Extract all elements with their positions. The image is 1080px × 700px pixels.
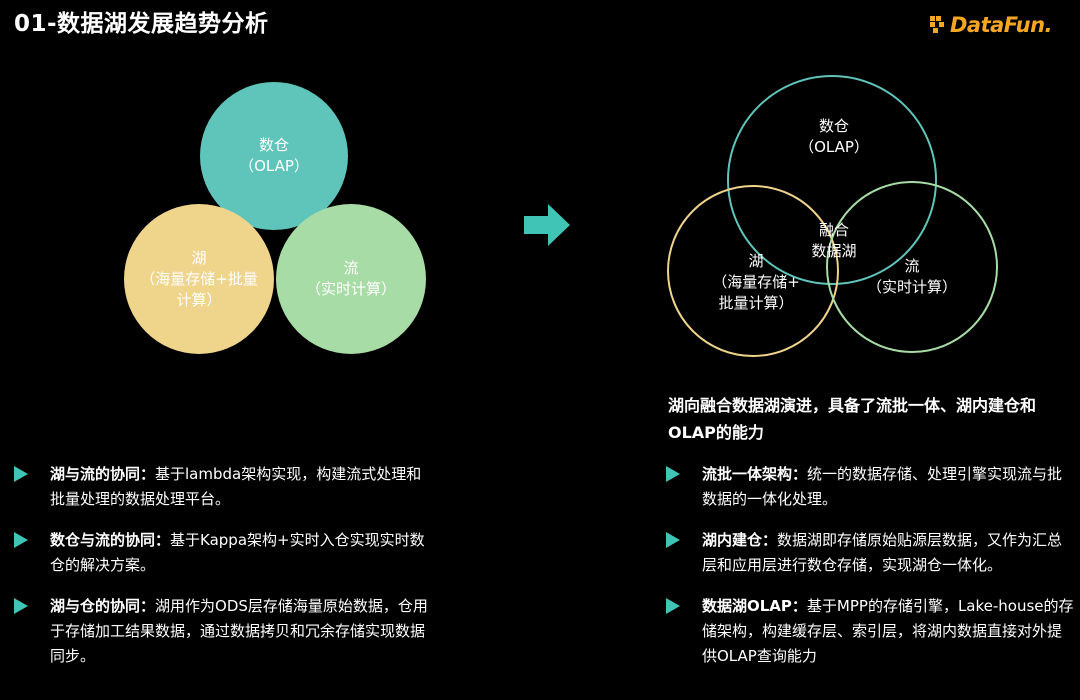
datafun-logo-text: DataFun. <box>950 13 1053 37</box>
list-item: 湖与流的协同：基于lambda架构实现，构建流式处理和批量处理的数据处理平台。 <box>14 462 434 512</box>
bullet-heading: 数仓与流的协同： <box>50 531 171 549</box>
right-arrow-icon <box>524 204 570 246</box>
bullet-heading: 流批一体架构： <box>702 465 808 483</box>
list-item: 湖内建仓：数据湖即存储原始贴源层数据，又作为汇总层和应用层进行数仓存储，实现湖仓… <box>666 528 1076 578</box>
list-item: 流批一体架构：统一的数据存储、处理引擎实现流与批数据的一体化处理。 <box>666 462 1076 512</box>
venn-stream-ring <box>826 181 998 353</box>
page-title: 01-数据湖发展趋势分析 <box>14 11 269 37</box>
left-bullet-list: 湖与流的协同：基于lambda架构实现，构建流式处理和批量处理的数据处理平台。 … <box>14 462 434 685</box>
stream-circle: 流 （实时计算） <box>276 204 426 354</box>
triangle-bullet-icon <box>666 466 680 482</box>
bullet-body: 统一的数据存储、处理引擎实现流与批数据的一体化处理。 <box>702 465 1063 508</box>
triangle-bullet-icon <box>666 532 680 548</box>
stream-circle-label: 流 （实时计算） <box>305 259 396 298</box>
triangle-bullet-icon <box>14 466 28 482</box>
triangle-bullet-icon <box>666 598 680 614</box>
right-bullet-list: 流批一体架构：统一的数据存储、处理引擎实现流与批数据的一体化处理。 湖内建仓：数… <box>666 462 1076 685</box>
warehouse-circle: 数仓 （OLAP） <box>200 82 348 230</box>
bullet-body: 基于MPP的存储引擎，Lake-house的存储架构，构建缓存层、索引层，将湖内… <box>702 597 1074 665</box>
list-item: 数据湖OLAP：基于MPP的存储引擎，Lake-house的存储架构，构建缓存层… <box>666 594 1076 669</box>
bullet-heading: 数据湖OLAP： <box>702 597 807 615</box>
bullet-heading: 湖内建仓： <box>702 531 778 549</box>
venn-warehouse-label: 数仓 （OLAP） <box>799 117 869 156</box>
bullet-body: 数据湖即存储原始贴源层数据，又作为汇总层和应用层进行数仓存储，实现湖仓一体化。 <box>702 531 1063 574</box>
venn-warehouse-ring <box>727 75 937 285</box>
bullet-body: 基于Kappa架构+实时入仓实现实时数仓的解决方案。 <box>50 531 425 574</box>
bullet-heading: 湖与流的协同： <box>50 465 156 483</box>
bullet-heading: 湖与仓的协同： <box>50 597 156 615</box>
venn-lake-ring <box>667 185 839 357</box>
list-item: 湖与仓的协同：湖用作为ODS层存储海量原始数据，仓用于存储加工结果数据，通过数据… <box>14 594 434 669</box>
triangle-bullet-icon <box>14 598 28 614</box>
datafun-logo-icon <box>930 16 944 33</box>
summary-text: 湖向融合数据湖演进，具备了流批一体、湖内建仓和OLAP的能力 <box>668 396 1037 442</box>
warehouse-circle-label: 数仓 （OLAP） <box>239 136 309 175</box>
venn-lake-label: 湖 （海量存储+ 批量计算） <box>712 252 800 312</box>
lake-circle: 湖 （海量存储+批量 计算） <box>124 204 274 354</box>
triangle-bullet-icon <box>14 532 28 548</box>
bullet-body: 湖用作为ODS层存储海量原始数据，仓用于存储加工结果数据，通过数据拷贝和冗余存储… <box>50 597 428 665</box>
venn-center-label: 融合 数据湖 <box>811 221 857 260</box>
bullet-body: 基于lambda架构实现，构建流式处理和批量处理的数据处理平台。 <box>50 465 422 508</box>
list-item: 数仓与流的协同：基于Kappa架构+实时入仓实现实时数仓的解决方案。 <box>14 528 434 578</box>
lake-circle-label: 湖 （海量存储+批量 计算） <box>140 248 258 309</box>
venn-stream-label: 流 （实时计算） <box>866 257 958 296</box>
